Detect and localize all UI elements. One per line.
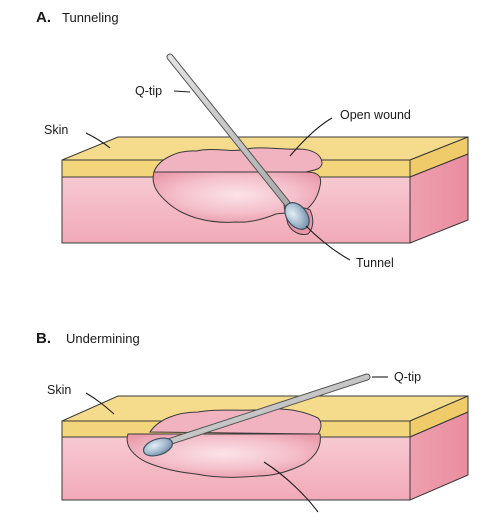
panel-a-letter: A. xyxy=(36,9,51,26)
label-skin-b: Skin xyxy=(47,383,71,397)
panel-b-title: Undermining xyxy=(66,331,140,346)
label-skin-a: Skin xyxy=(44,123,68,137)
panel-a-title: Tunneling xyxy=(62,10,119,25)
label-qtip-b: Q-tip xyxy=(394,370,421,384)
panel-a: A. Tunneling xyxy=(36,9,468,270)
panel-b: B. Undermining xyxy=(36,330,468,512)
label-tunnel-a: Tunnel xyxy=(356,256,394,270)
panel-b-letter: B. xyxy=(36,330,51,347)
label-open-wound-a: Open wound xyxy=(340,108,411,122)
label-qtip-a: Q-tip xyxy=(135,84,162,98)
leader-qtip-a xyxy=(174,91,190,92)
skin-block-a xyxy=(62,137,468,243)
